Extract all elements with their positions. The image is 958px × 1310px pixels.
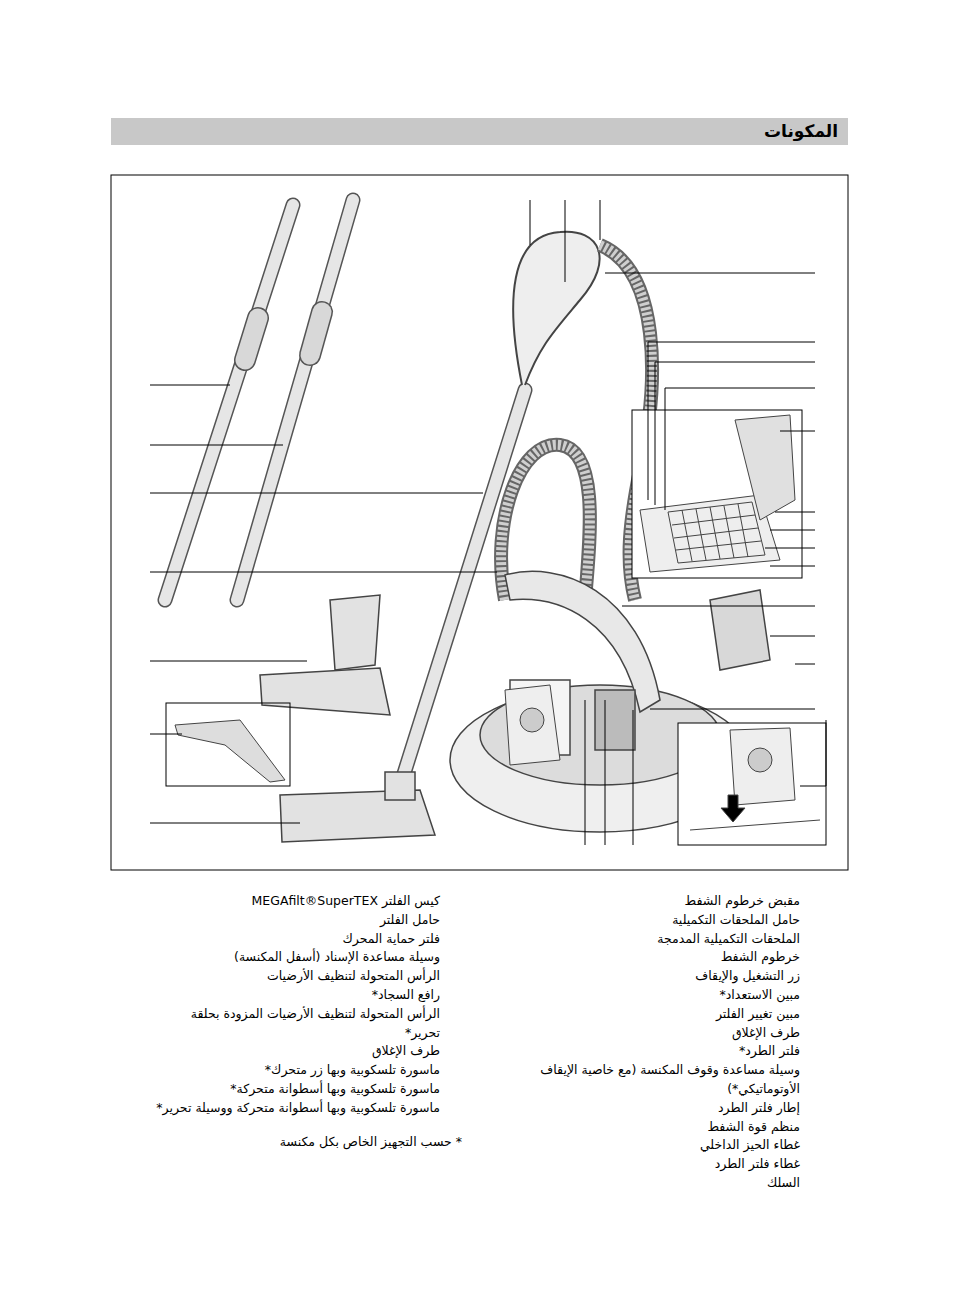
part-name: غطاء الحيز الداخلي <box>700 1136 800 1155</box>
part-name: طرف الإغلاق <box>732 1024 800 1043</box>
part-name: ماسورة تلسكوبية وبها زر متحرك* <box>265 1061 440 1080</box>
part-name: الملحقات التكميلية المدمجة <box>657 930 800 949</box>
part-name: خرطوم الشفط <box>721 948 800 967</box>
part-name: كيس الفلتر MEGAfilt®SuperTEX <box>252 892 440 911</box>
part-name: فلتر الطرد* <box>739 1042 800 1061</box>
frame <box>111 175 848 870</box>
part-name: مبين الاستعداد* <box>720 986 800 1005</box>
footnote: * حسب التجهيز الخاص بكل مكنسة <box>280 1133 462 1152</box>
part-name: الرأس المتحولة لتنظيف الأرضيات <box>267 967 440 986</box>
leader-lines <box>150 200 826 845</box>
part-name: ماسورة تلسكوبية وبها أسطوانة متحركة ووسي… <box>156 1099 440 1118</box>
hose <box>501 232 652 600</box>
part-name: مبين تغيير الفلتر <box>716 1005 800 1024</box>
part-name: حامل الملحقات التكميلية <box>672 911 800 930</box>
part-name: إطار فلتر الطرد <box>718 1099 800 1118</box>
filter-bag <box>505 685 820 830</box>
inset-box <box>632 410 802 578</box>
part-name: رافع السجاد* <box>372 986 440 1005</box>
part-name: منظم قوة الشفط <box>707 1118 800 1137</box>
nozzles <box>260 595 435 842</box>
part-name: ماسورة تلسكوبية وبها أسطوانة متحركة* <box>230 1080 440 1099</box>
part-name: غطاء فلتر الطرد <box>715 1155 800 1174</box>
part-name: طرف الإغلاق <box>372 1042 440 1061</box>
part-name: مقبض خرطوم الشفط <box>685 892 800 911</box>
tubes <box>165 200 525 780</box>
part-name: وسيلة مساعدة وقوف المكنسة (مع خاصية الإي… <box>515 1061 800 1099</box>
part-name: حامل الفلتر <box>380 911 440 930</box>
crevice-tool <box>175 720 285 782</box>
title-bar <box>111 118 848 145</box>
inset-box <box>678 723 826 845</box>
part-name: الرأس المتحولة لتنظيف الأرضيات المزودة ب… <box>190 1005 440 1043</box>
part-name: السلك <box>767 1174 800 1193</box>
part-name: فلتر حماية المحرك <box>343 930 440 949</box>
inset-box <box>166 703 290 786</box>
title: المكونات <box>764 118 838 145</box>
part-name: وسيلة مساعدة الإسناد (أسفل المكنسة) <box>234 948 440 967</box>
part-name: زر التشغيل والإيقاف <box>695 967 800 986</box>
